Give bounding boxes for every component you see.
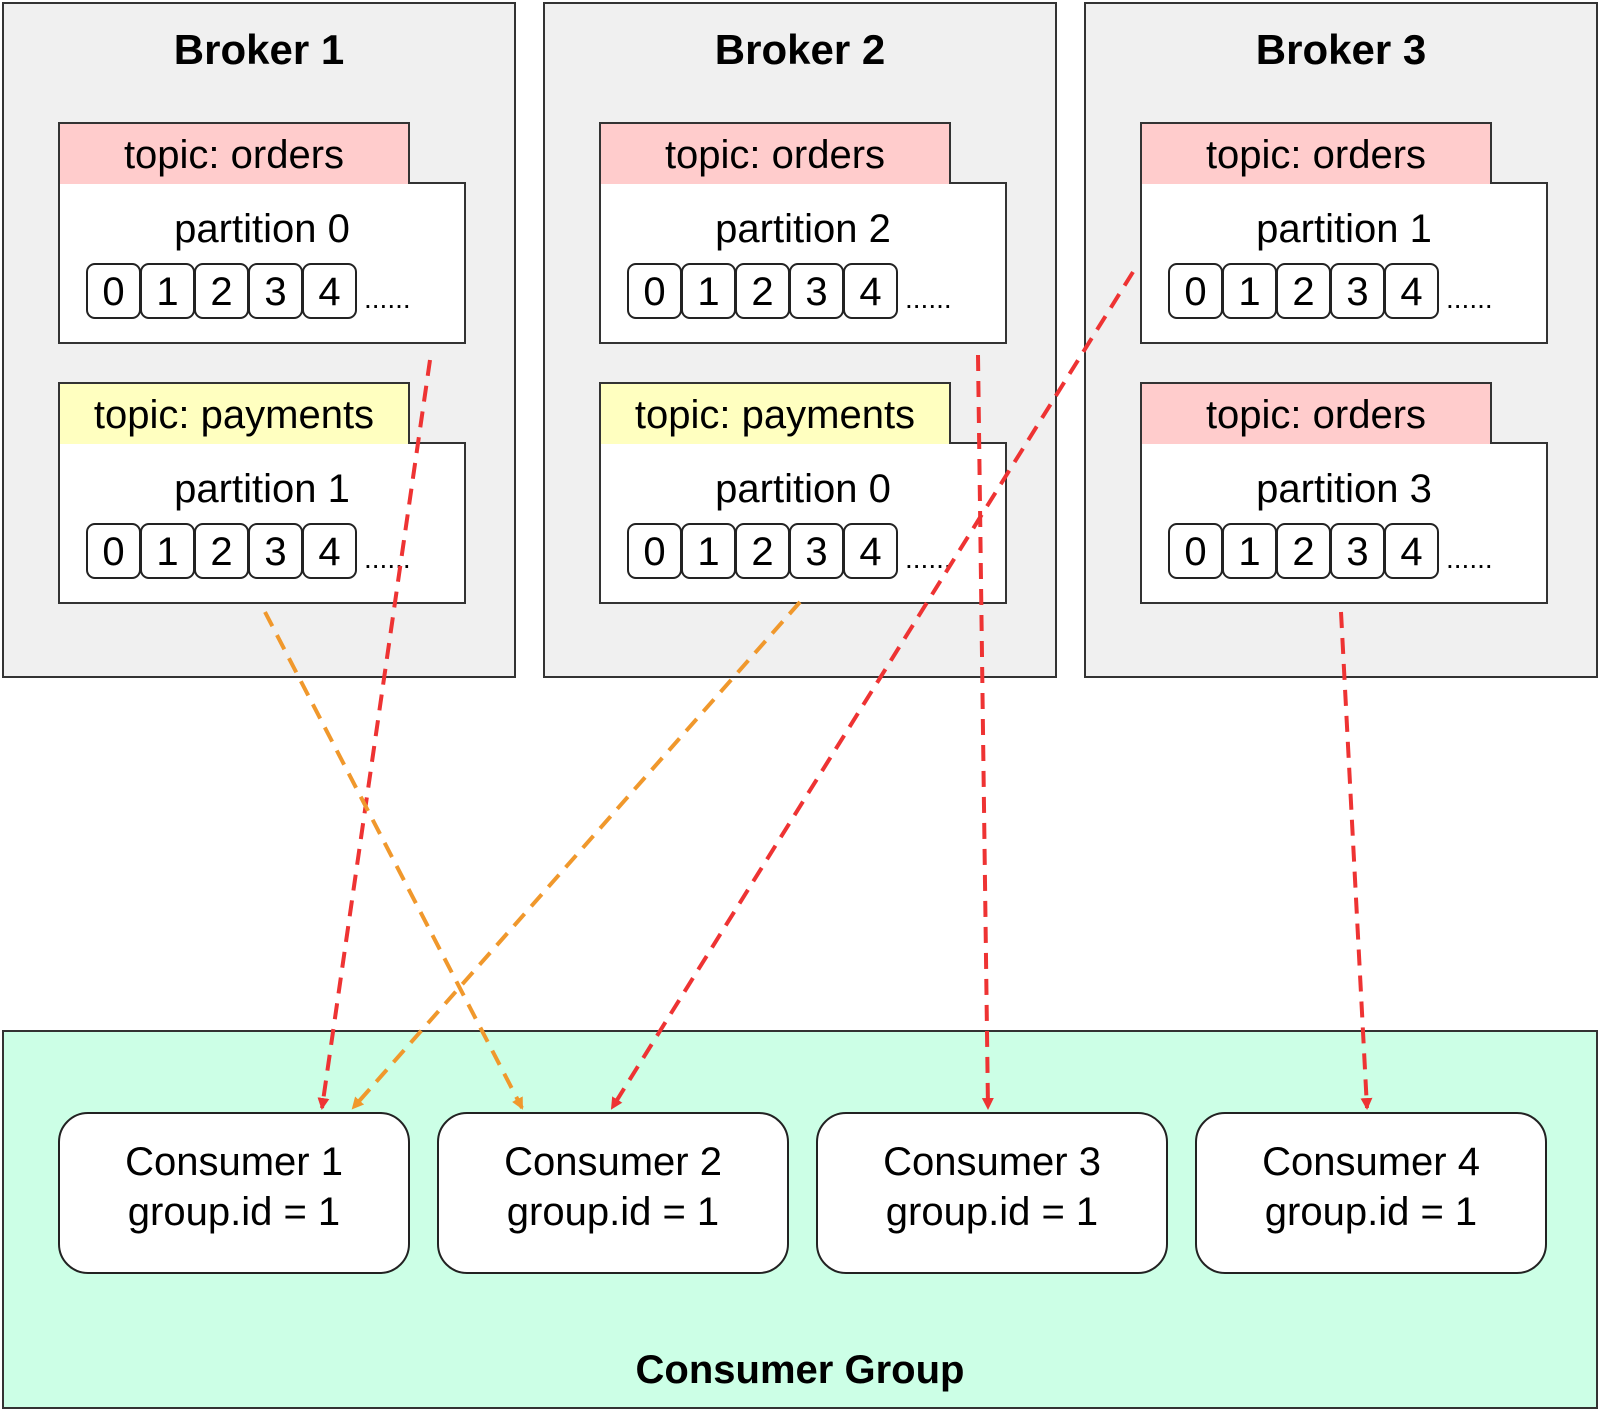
broker-3-orders-partition-3: partition 3 0 1 2 3 4 ...... [1140,442,1548,604]
more-offsets-ellipsis: ...... [905,543,952,574]
offset-cell: 3 [1330,263,1385,319]
topic-label: topic: orders [58,122,410,184]
offset-list: 0 1 2 3 4 ...... [86,263,411,319]
offset-list: 0 1 2 3 4 ...... [1168,523,1493,579]
broker-title: Broker 1 [173,26,345,73]
consumer-1: Consumer 1 group.id = 1 [58,1112,410,1274]
topic-label: topic: orders [1140,122,1492,184]
consumer-group: Consumer 1 group.id = 1 Consumer 2 group… [2,1030,1598,1409]
offset-cell: 2 [735,523,790,579]
offset-cell: 3 [248,263,303,319]
offset-cell: 1 [681,263,736,319]
more-offsets-ellipsis: ...... [364,543,411,574]
offset-cell: 0 [627,523,682,579]
broker-3: Broker 3 topic: orders partition 1 0 1 2… [1084,2,1598,678]
partition-label: partition 0 [715,467,891,511]
consumer-3: Consumer 3 group.id = 1 [816,1112,1168,1274]
offset-cell: 2 [1276,263,1331,319]
offset-cell: 2 [194,263,249,319]
topic-label: topic: orders [1140,382,1492,444]
offset-cell: 2 [735,263,790,319]
consumer-name: Consumer 4 [1262,1140,1480,1184]
offset-cell: 2 [194,523,249,579]
more-offsets-ellipsis: ...... [905,283,952,314]
offset-cell: 3 [789,523,844,579]
partition-label: partition 1 [174,467,350,511]
offset-cell: 3 [1330,523,1385,579]
broker-title: Broker 2 [714,26,886,73]
offset-list: 0 1 2 3 4 ...... [627,263,952,319]
topic-label: topic: orders [599,122,951,184]
broker-2-payments-partition-0: partition 0 0 1 2 3 4 ...... [599,442,1007,604]
partition-label: partition 2 [715,207,891,251]
offset-cell: 1 [140,523,195,579]
offset-cell: 1 [1222,523,1277,579]
offset-cell: 3 [789,263,844,319]
offset-cell: 0 [86,523,141,579]
partition-label: partition 0 [174,207,350,251]
more-offsets-ellipsis: ...... [364,283,411,314]
partition-label: partition 1 [1256,207,1432,251]
offset-list: 0 1 2 3 4 ...... [627,523,952,579]
consumer-2: Consumer 2 group.id = 1 [437,1112,789,1274]
broker-2-orders-partition-2: partition 2 0 1 2 3 4 ...... [599,182,1007,344]
topic-label: topic: payments [599,382,951,444]
offset-cell: 0 [86,263,141,319]
consumer-group-id: group.id = 1 [885,1190,1099,1234]
offset-cell: 0 [1168,263,1223,319]
offset-cell: 3 [248,523,303,579]
consumer-name: Consumer 2 [504,1140,722,1184]
offset-cell: 2 [1276,523,1331,579]
consumer-group-id: group.id = 1 [506,1190,720,1234]
offset-cell: 0 [1168,523,1223,579]
offset-cell: 4 [843,523,898,579]
more-offsets-ellipsis: ...... [1446,543,1493,574]
consumer-group-id: group.id = 1 [1264,1190,1478,1234]
offset-cell: 4 [1384,523,1439,579]
broker-3-orders-partition-1: partition 1 0 1 2 3 4 ...... [1140,182,1548,344]
offset-cell: 1 [1222,263,1277,319]
offset-cell: 1 [140,263,195,319]
partition-label: partition 3 [1256,467,1432,511]
offset-cell: 0 [627,263,682,319]
offset-cell: 4 [1384,263,1439,319]
broker-1-orders-partition-0: partition 0 0 1 2 3 4 ...... [58,182,466,344]
offset-list: 0 1 2 3 4 ...... [1168,263,1493,319]
topic-label: topic: payments [58,382,410,444]
broker-1-payments-partition-1: partition 1 0 1 2 3 4 ...... [58,442,466,604]
consumer-name: Consumer 3 [883,1140,1101,1184]
offset-list: 0 1 2 3 4 ...... [86,523,411,579]
broker-1: Broker 1 topic: orders partition 0 0 1 2… [2,2,516,678]
consumer-4: Consumer 4 group.id = 1 [1195,1112,1547,1274]
more-offsets-ellipsis: ...... [1446,283,1493,314]
offset-cell: 4 [843,263,898,319]
consumer-group-title: Consumer Group [635,1348,965,1392]
broker-title: Broker 3 [1255,26,1427,73]
broker-2: Broker 2 topic: orders partition 2 0 1 2… [543,2,1057,678]
consumer-group-id: group.id = 1 [127,1190,341,1234]
offset-cell: 4 [302,263,357,319]
offset-cell: 1 [681,523,736,579]
offset-cell: 4 [302,523,357,579]
consumer-name: Consumer 1 [125,1140,343,1184]
